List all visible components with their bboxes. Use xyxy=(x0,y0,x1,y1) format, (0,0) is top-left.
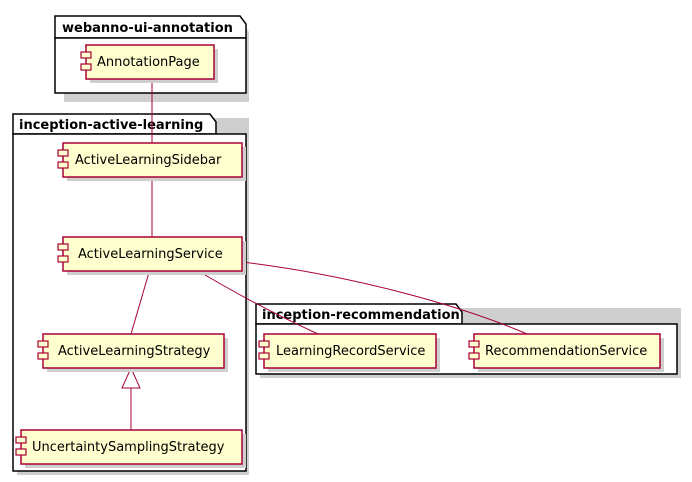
component-learningrecordservice[interactable]: LearningRecordService xyxy=(258,333,440,372)
component-label: RecommendationService xyxy=(485,344,647,359)
component-label: ActiveLearningSidebar xyxy=(75,153,222,168)
component-label: AnnotationPage xyxy=(97,55,200,70)
link-service-recommendation xyxy=(241,261,528,335)
link-service-strategy xyxy=(130,268,151,335)
component-recommendationservice[interactable]: RecommendationService xyxy=(468,333,664,372)
component-label: UncertaintySamplingStrategy xyxy=(32,440,225,455)
component-label: ActiveLearningService xyxy=(78,247,223,262)
component-label: LearningRecordService xyxy=(276,344,425,359)
component-uncertaintysamplingstrategy[interactable]: UncertaintySamplingStrategy xyxy=(15,429,246,468)
component-label: ActiveLearningStrategy xyxy=(58,344,211,359)
component-activelearningstrategy[interactable]: ActiveLearningStrategy xyxy=(37,333,228,372)
generalization-arrowhead xyxy=(121,366,141,389)
package-title: inception-recommendation xyxy=(262,308,460,323)
component-activelearningservice[interactable]: ActiveLearningService xyxy=(57,236,246,275)
component-annotationpage[interactable]: AnnotationPage xyxy=(80,44,218,83)
package-title: webanno-ui-annotation xyxy=(62,21,233,36)
component-activelearningsidebar[interactable]: ActiveLearningSidebar xyxy=(57,142,246,181)
package-title: inception-active-learning xyxy=(19,118,203,133)
connectors xyxy=(121,81,528,430)
link-service-learningrecord xyxy=(194,268,319,335)
